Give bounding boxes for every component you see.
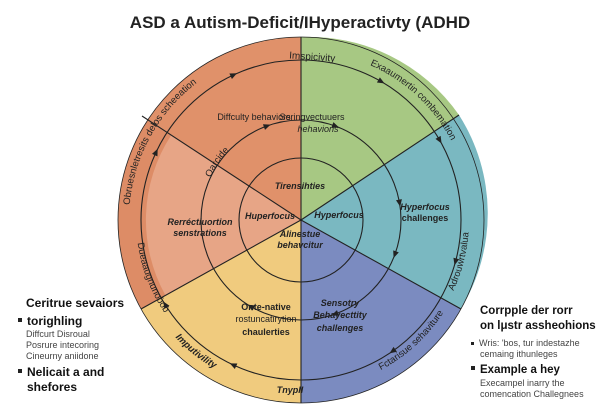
right-bullet-2: Example a hey: [471, 363, 598, 378]
diagram-title: ASD a Autism-Deficit/IHyperactivty (ADHD: [130, 13, 470, 32]
segment-right-line2: challenges: [402, 213, 449, 223]
bullet-icon: [18, 369, 22, 373]
segment-bottom-left-line1: Onte-native: [241, 302, 291, 312]
left-bullet-1: torighling: [18, 314, 130, 329]
left-bullet-1-label: torighling: [27, 314, 83, 328]
arrowhead-icon: [396, 199, 402, 207]
segment-top-right-line1: Seringvectuuers: [279, 112, 345, 122]
segment-top-right-line2: hehavions: [297, 124, 339, 134]
sector-bottom-left: [141, 220, 301, 403]
arrowhead-icon: [376, 77, 385, 84]
segment-bottom-left-line3: chaulerties: [242, 327, 290, 337]
left-bullet-2: Nelicait a and shefores: [18, 365, 108, 395]
arrowhead-icon: [331, 310, 340, 316]
arrowhead-icon: [389, 346, 397, 354]
sector-dividers: [140, 37, 462, 403]
center-top-label: Tirensihties: [275, 181, 325, 191]
segment-top-left-label: Diffculty behaviors: [217, 112, 291, 122]
arrowhead-icon: [393, 250, 399, 258]
left-bullet-1-detail-1: Diffcurt Disroual: [26, 329, 90, 339]
arrowhead-icon: [163, 301, 170, 309]
arrowhead-icon: [229, 73, 238, 79]
right-panel-heading-line1: Corrpple der rorr: [480, 305, 573, 317]
left-legend-panel: Ceritrue sevaiors torighling Diffcurt Di…: [18, 296, 130, 395]
sector-top-left: [147, 36, 301, 220]
right-panel-heading-line2: on lμstr assheohions: [480, 320, 596, 332]
arrowhead-icon: [247, 304, 256, 311]
flow-arrows: [152, 73, 460, 369]
left-panel-heading: Ceritrue sevaiors: [26, 296, 125, 310]
right-legend-panel: Corrpple der rorr on lμstr assheohions W…: [471, 304, 598, 400]
right-bullet-2-detail-1: Execampel inarry the: [480, 378, 565, 388]
sector-top-right: [301, 36, 459, 221]
left-bullet-1-detail-2: Posrure intecoring: [26, 340, 100, 350]
rings: [117, 36, 485, 404]
center-left-label: Huperfocus: [245, 211, 295, 221]
right-bullet-1-detail-2: cemaing ithunleges: [480, 349, 558, 359]
segment-bottom-right-line3: challenges: [317, 323, 364, 333]
segment-bottom-right-line2: Behayecttity: [313, 310, 368, 320]
arrowhead-icon: [331, 122, 339, 128]
sector-left-inner: [145, 135, 301, 296]
right-bullet-1: Wris: 'bos, tur indestazhe: [471, 338, 598, 349]
right-bullet-2-label: Example a hey: [480, 364, 560, 376]
arrowhead-icon: [152, 148, 158, 157]
bullet-icon: [18, 318, 22, 322]
center-bottom-line2: behavcitur: [277, 240, 323, 250]
sector-bottom-right: [301, 220, 461, 403]
arrowhead-icon: [229, 363, 238, 369]
sector-right: [301, 115, 488, 309]
arrowhead-icon: [435, 135, 442, 144]
arrowhead-icon: [262, 124, 271, 130]
center-right-label: Hyperfocus: [314, 210, 364, 220]
bullet-icon: [471, 342, 474, 345]
left-bullet-1-detail-3: Cineurny aniidone: [26, 351, 99, 361]
segment-left-line2: senstrations: [173, 228, 227, 238]
segment-bottom-right-line1: Sensotry: [321, 298, 361, 308]
left-bullet-2-label: Nelicait a and shefores: [27, 365, 105, 394]
bullet-icon: [471, 366, 475, 370]
right-bullet-1-detail-1: Wris: 'bos, tur indestazhe: [479, 338, 580, 348]
segment-left-line1: Rerréctiuortion: [167, 217, 233, 227]
right-bullet-2-detail-2: comencation Challegnees: [480, 389, 584, 399]
label-bottom-outer: Tnypll: [277, 385, 304, 395]
center-bottom-line1: Alinestue: [279, 229, 321, 239]
segment-bottom-left-line2: rostuncatirytion: [235, 314, 296, 324]
segment-right-line1: Hyperfocus: [400, 202, 450, 212]
label-top-outer: Imspicivity: [289, 50, 336, 64]
arrowhead-icon: [453, 257, 460, 266]
